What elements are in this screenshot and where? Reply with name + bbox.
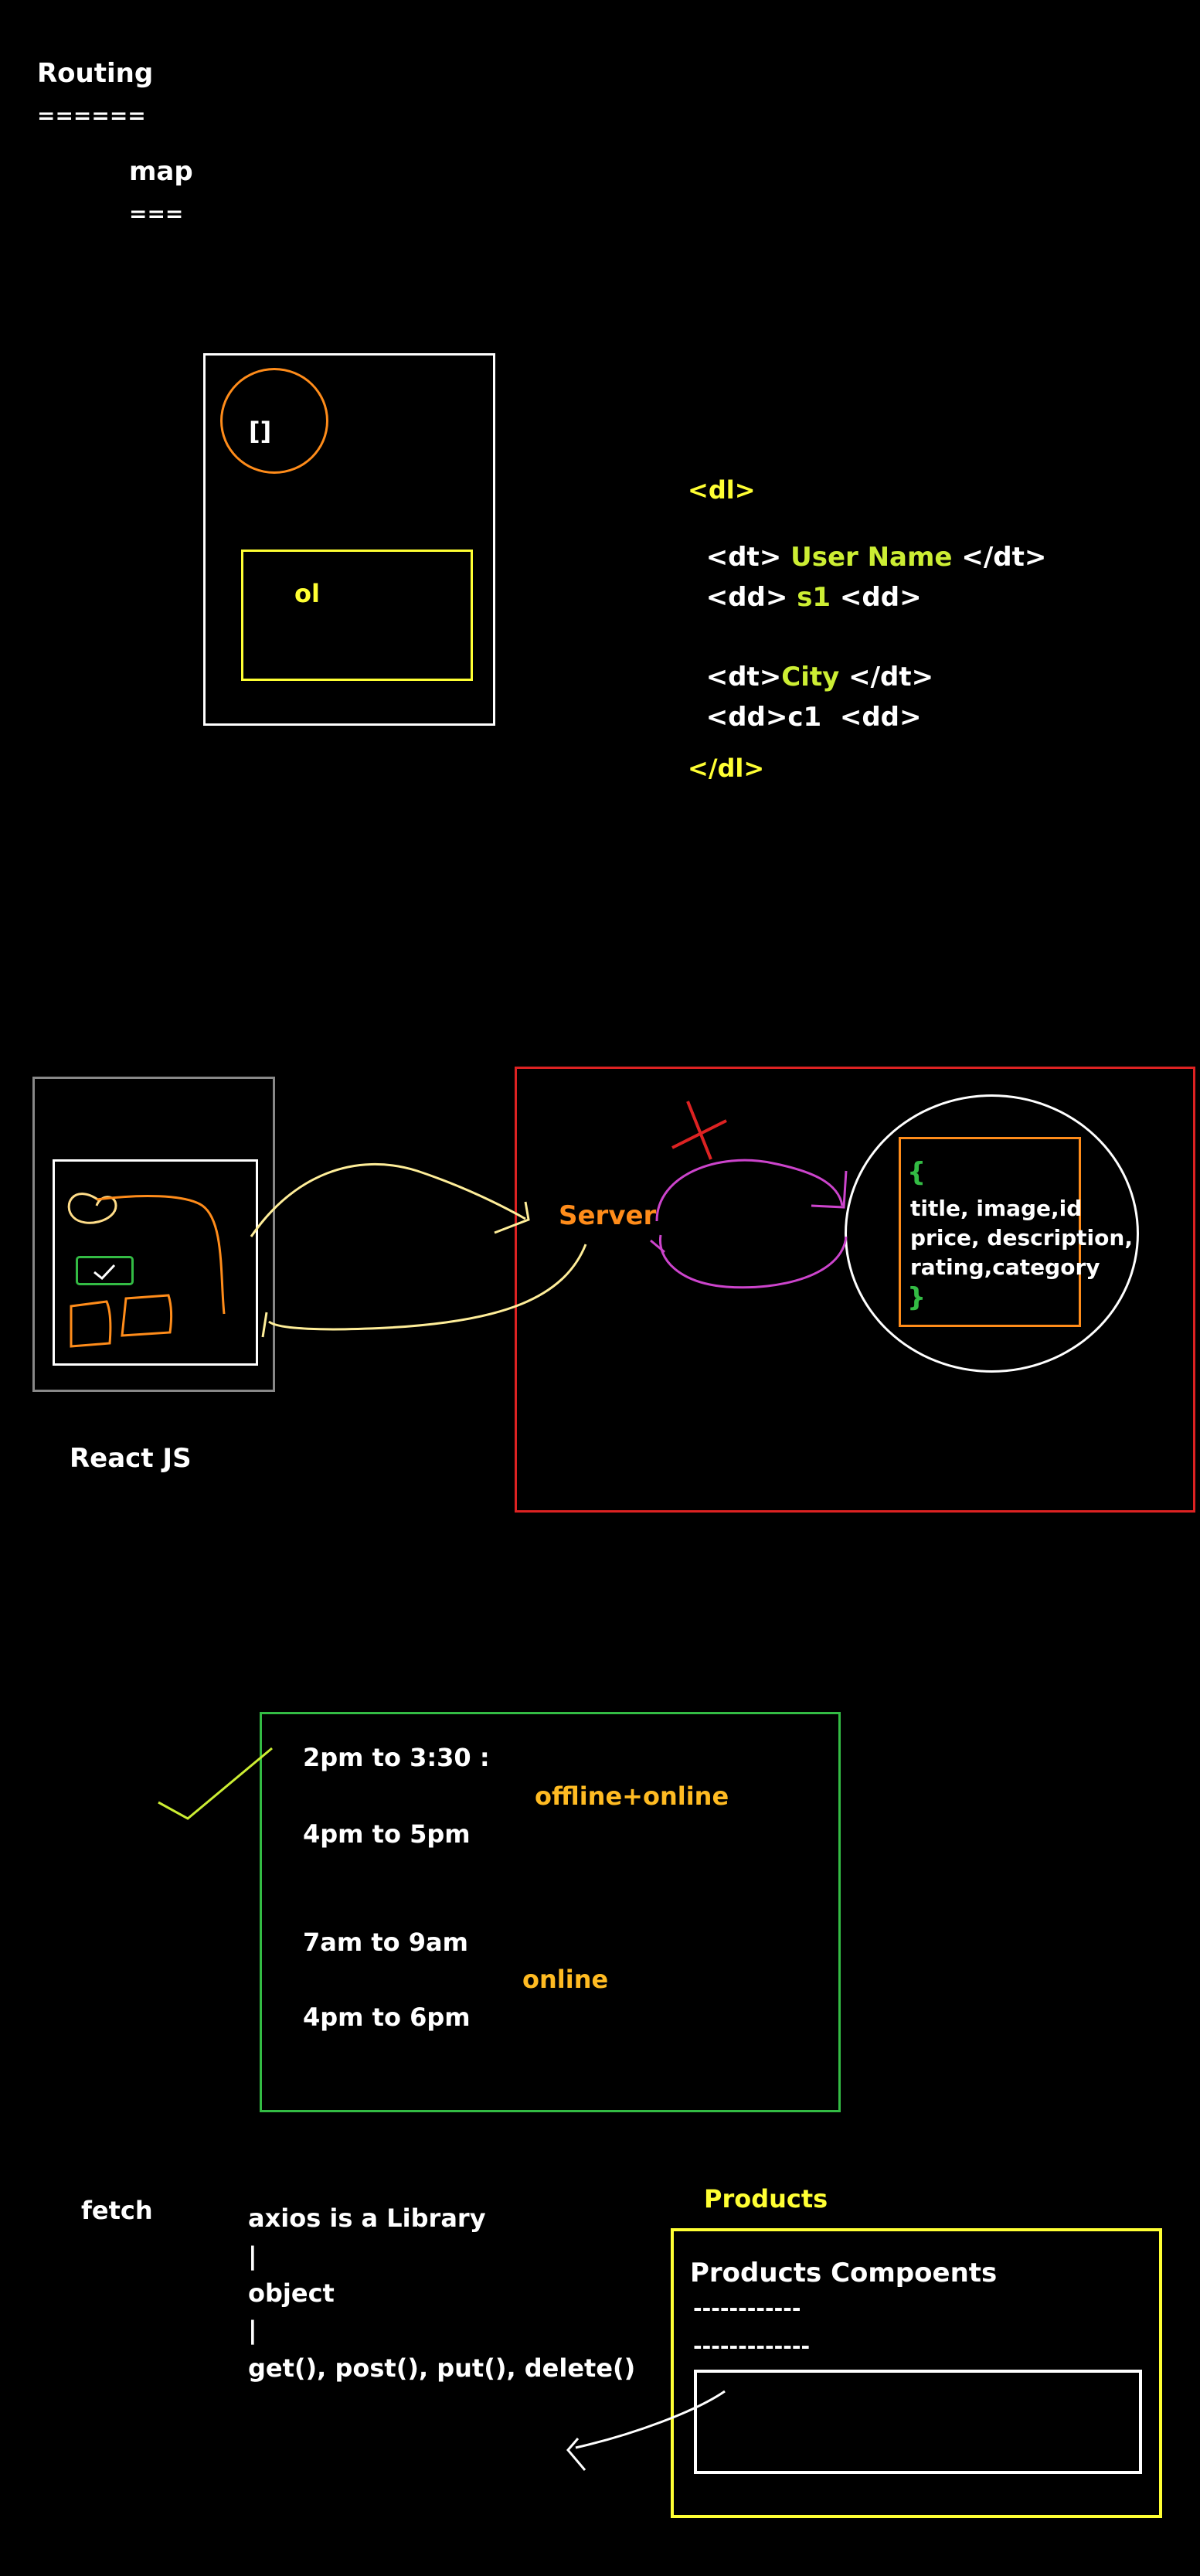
routing-underline: ====== [37, 103, 146, 128]
dd-line-2: <dd>c1 <dd> [688, 678, 922, 733]
product-card-arrow-head [566, 2438, 586, 2471]
product-card-placeholder [694, 2370, 1142, 2474]
dt-open: <dt> [705, 662, 782, 692]
checkbox-sketch [76, 1256, 134, 1285]
react-js-label: React JS [70, 1443, 192, 1474]
layout-frame [203, 353, 495, 726]
dd-close: <dd> [821, 702, 922, 733]
dash-line-1: ------------ [693, 2295, 801, 2321]
database-circle [845, 1094, 1139, 1373]
dd-open: <dd> [705, 582, 797, 613]
dd-value-c1: c1 [787, 702, 822, 733]
methods-line: get(), post(), put(), delete() [248, 2353, 636, 2383]
dt-close: </dt> [952, 542, 1047, 573]
ol-label: ol [294, 579, 320, 608]
schedule-check-mark [158, 1747, 273, 1820]
dl-close-tag: </dl> [688, 754, 765, 783]
pipe-2: | [248, 2316, 257, 2345]
object-line: object [248, 2278, 335, 2308]
slot-4: 4pm to 6pm [303, 2003, 471, 2032]
fetch-label: fetch [81, 2196, 153, 2225]
dt-value-city: City [781, 662, 840, 692]
dd-value-s1: s1 [797, 582, 831, 613]
dd-close: <dd> [831, 582, 922, 613]
dt-value-username: User Name [790, 542, 953, 573]
products-heading: Products [704, 2184, 828, 2214]
mode-online: online [522, 1965, 609, 1994]
dt-open: <dt> [705, 542, 791, 573]
schedule-box [260, 1712, 841, 2112]
server-label: Server [559, 1200, 657, 1231]
array-brackets: [] [249, 417, 272, 446]
slot-1: 2pm to 3:30 : [303, 1743, 490, 1772]
map-title: map [129, 156, 193, 187]
dt-line-2: <dt>City </dt> [688, 638, 933, 690]
product-record-box [899, 1137, 1081, 1327]
client-screen [53, 1159, 258, 1366]
slot-2: 4pm to 5pm [303, 1819, 471, 1849]
fields-line-3: rating,category [910, 1254, 1100, 1280]
orange-circle [220, 368, 328, 474]
fields-line-2: price, description, [910, 1225, 1133, 1251]
mode-offline-online: offline+online [535, 1781, 729, 1811]
dl-open-tag: <dl> [688, 475, 756, 505]
request-arrow-stroke [250, 1162, 526, 1237]
pipe-1: | [248, 2241, 257, 2271]
close-brace: } [907, 1282, 926, 1313]
ol-box [241, 550, 473, 681]
products-component-box [671, 2228, 1162, 2518]
slot-3: 7am to 9am [303, 1928, 468, 1957]
open-brace: { [907, 1157, 926, 1188]
dd-open: <dd> [705, 702, 788, 733]
products-component-title: Products Compoents [690, 2258, 998, 2288]
fields-line-1: title, image,id [910, 1196, 1083, 1221]
map-underline: === [129, 201, 184, 226]
dt-line-1: <dt> User Name </dt> [688, 518, 1047, 573]
dd-line-1: <dd> s1 <dd> [688, 558, 922, 611]
routing-title: Routing [37, 58, 154, 89]
axios-line: axios is a Library [248, 2203, 486, 2233]
dash-line-2: ------------- [693, 2333, 811, 2359]
dt-close: </dt> [839, 662, 934, 692]
